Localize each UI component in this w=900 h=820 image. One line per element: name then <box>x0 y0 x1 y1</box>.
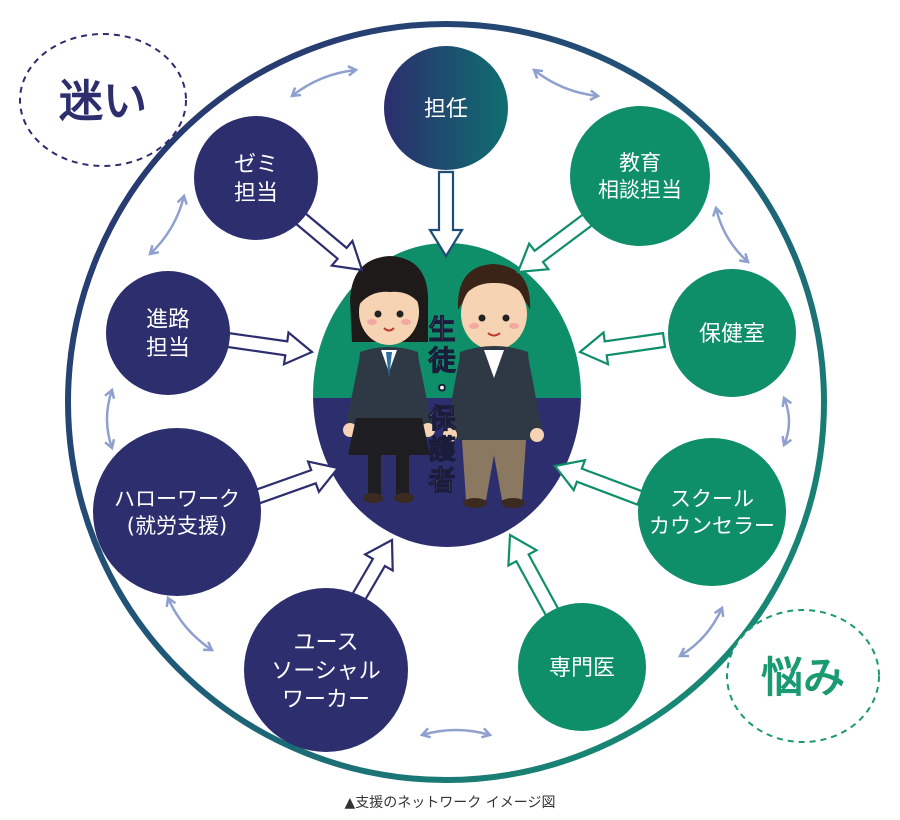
corner-label-nayami: 悩み <box>761 653 845 702</box>
node-label-kyoiku-line-2: 相談担当 <box>598 178 682 202</box>
flow-arrow-4 <box>553 458 644 507</box>
node-circle-tannin <box>384 46 508 170</box>
diagram-canvas: 迷い 悩み <box>19 21 880 783</box>
node-tannin: 担任 <box>384 46 508 170</box>
link-arrow-2 <box>532 68 601 102</box>
node-label-hello-work-line-2: (就労支援) <box>127 514 227 538</box>
node-circle-youth-social-worker <box>244 588 408 752</box>
corner-bubble-nayami: 悩み <box>726 609 880 743</box>
node-label-youth-social-worker-line-1: ユース <box>294 630 359 655</box>
outer-ring <box>65 21 827 783</box>
flow-arrow-9 <box>293 211 364 272</box>
corner-bubble-mayoi: 迷い <box>19 33 187 167</box>
node-senmon-i: 専門医 <box>518 603 646 731</box>
link-arrow-9 <box>148 193 188 256</box>
node-label-zemi-line-1: ゼミ <box>234 153 278 178</box>
center-label-char-6: 者 <box>429 466 456 497</box>
node-label-hokenshitsu-line-1: 保健室 <box>699 322 765 347</box>
center-label-char-2: 徒 <box>428 346 457 377</box>
link-arrow-8 <box>104 387 116 451</box>
flow-arrow-8 <box>225 330 315 366</box>
flow-arrows <box>225 170 667 618</box>
node-label-school-counselor-line-2: カウンセラー <box>649 514 775 538</box>
link-arrows <box>104 64 793 739</box>
link-arrow-3 <box>711 205 750 264</box>
node-circle-hello-work <box>93 428 261 596</box>
link-arrow-6 <box>419 727 493 739</box>
link-arrow-7 <box>165 595 214 652</box>
center-label-char-3: ・ <box>429 374 456 405</box>
link-arrow-5 <box>677 605 725 658</box>
flow-arrow-1 <box>428 170 464 259</box>
flow-arrow-3 <box>577 330 667 366</box>
node-label-tannin-line-1: 担任 <box>424 97 468 122</box>
node-label-school-counselor-line-1: スクール <box>670 487 754 511</box>
student-boy-figure <box>443 264 544 508</box>
center-label-char-4: 保 <box>428 404 457 435</box>
node-layer: 担任教育相談担当保健室スクールカウンセラー専門医ユースソーシャルワーカーハローワ… <box>93 46 796 752</box>
node-label-kyoiku-line-1: 教育 <box>619 151 661 175</box>
node-hello-work: ハローワーク (就労支援) <box>93 428 261 596</box>
caption: ▲支援のネットワーク イメージ図 <box>344 795 556 811</box>
link-arrow-1 <box>290 64 359 98</box>
corner-label-mayoi: 迷い <box>59 76 147 127</box>
node-circle-kyoiku <box>570 106 710 246</box>
node-label-senmon-i-line-1: 専門医 <box>549 656 615 681</box>
node-label-hello-work-line-1: ハローワーク <box>114 487 240 511</box>
center-label: 生 徒 ・ 保 護 者 <box>427 315 457 498</box>
flow-arrow-2 <box>516 210 596 274</box>
node-label-shinro-line-2: 担当 <box>146 336 190 361</box>
student-girl-figure <box>343 256 435 503</box>
node-label-youth-social-worker-line-3: ワーカー <box>282 688 370 713</box>
node-label-shinro-line-1: 進路 <box>146 308 190 333</box>
node-circle-shinro <box>106 271 230 395</box>
center-label-char-1: 生 <box>429 315 456 346</box>
node-circle-zemi <box>194 116 318 240</box>
link-arrow-4 <box>781 395 793 448</box>
node-circle-senmon-i <box>518 603 646 731</box>
flow-arrow-5 <box>507 533 560 617</box>
node-circle-hokenshitsu <box>668 269 796 397</box>
node-circle-school-counselor <box>638 438 786 586</box>
node-hokenshitsu: 保健室 <box>668 269 796 397</box>
node-label-zemi-line-2: 担当 <box>234 181 278 206</box>
node-label-youth-social-worker-line-2: ソーシャル <box>271 659 381 684</box>
center-label-char-5: 護 <box>429 434 457 466</box>
